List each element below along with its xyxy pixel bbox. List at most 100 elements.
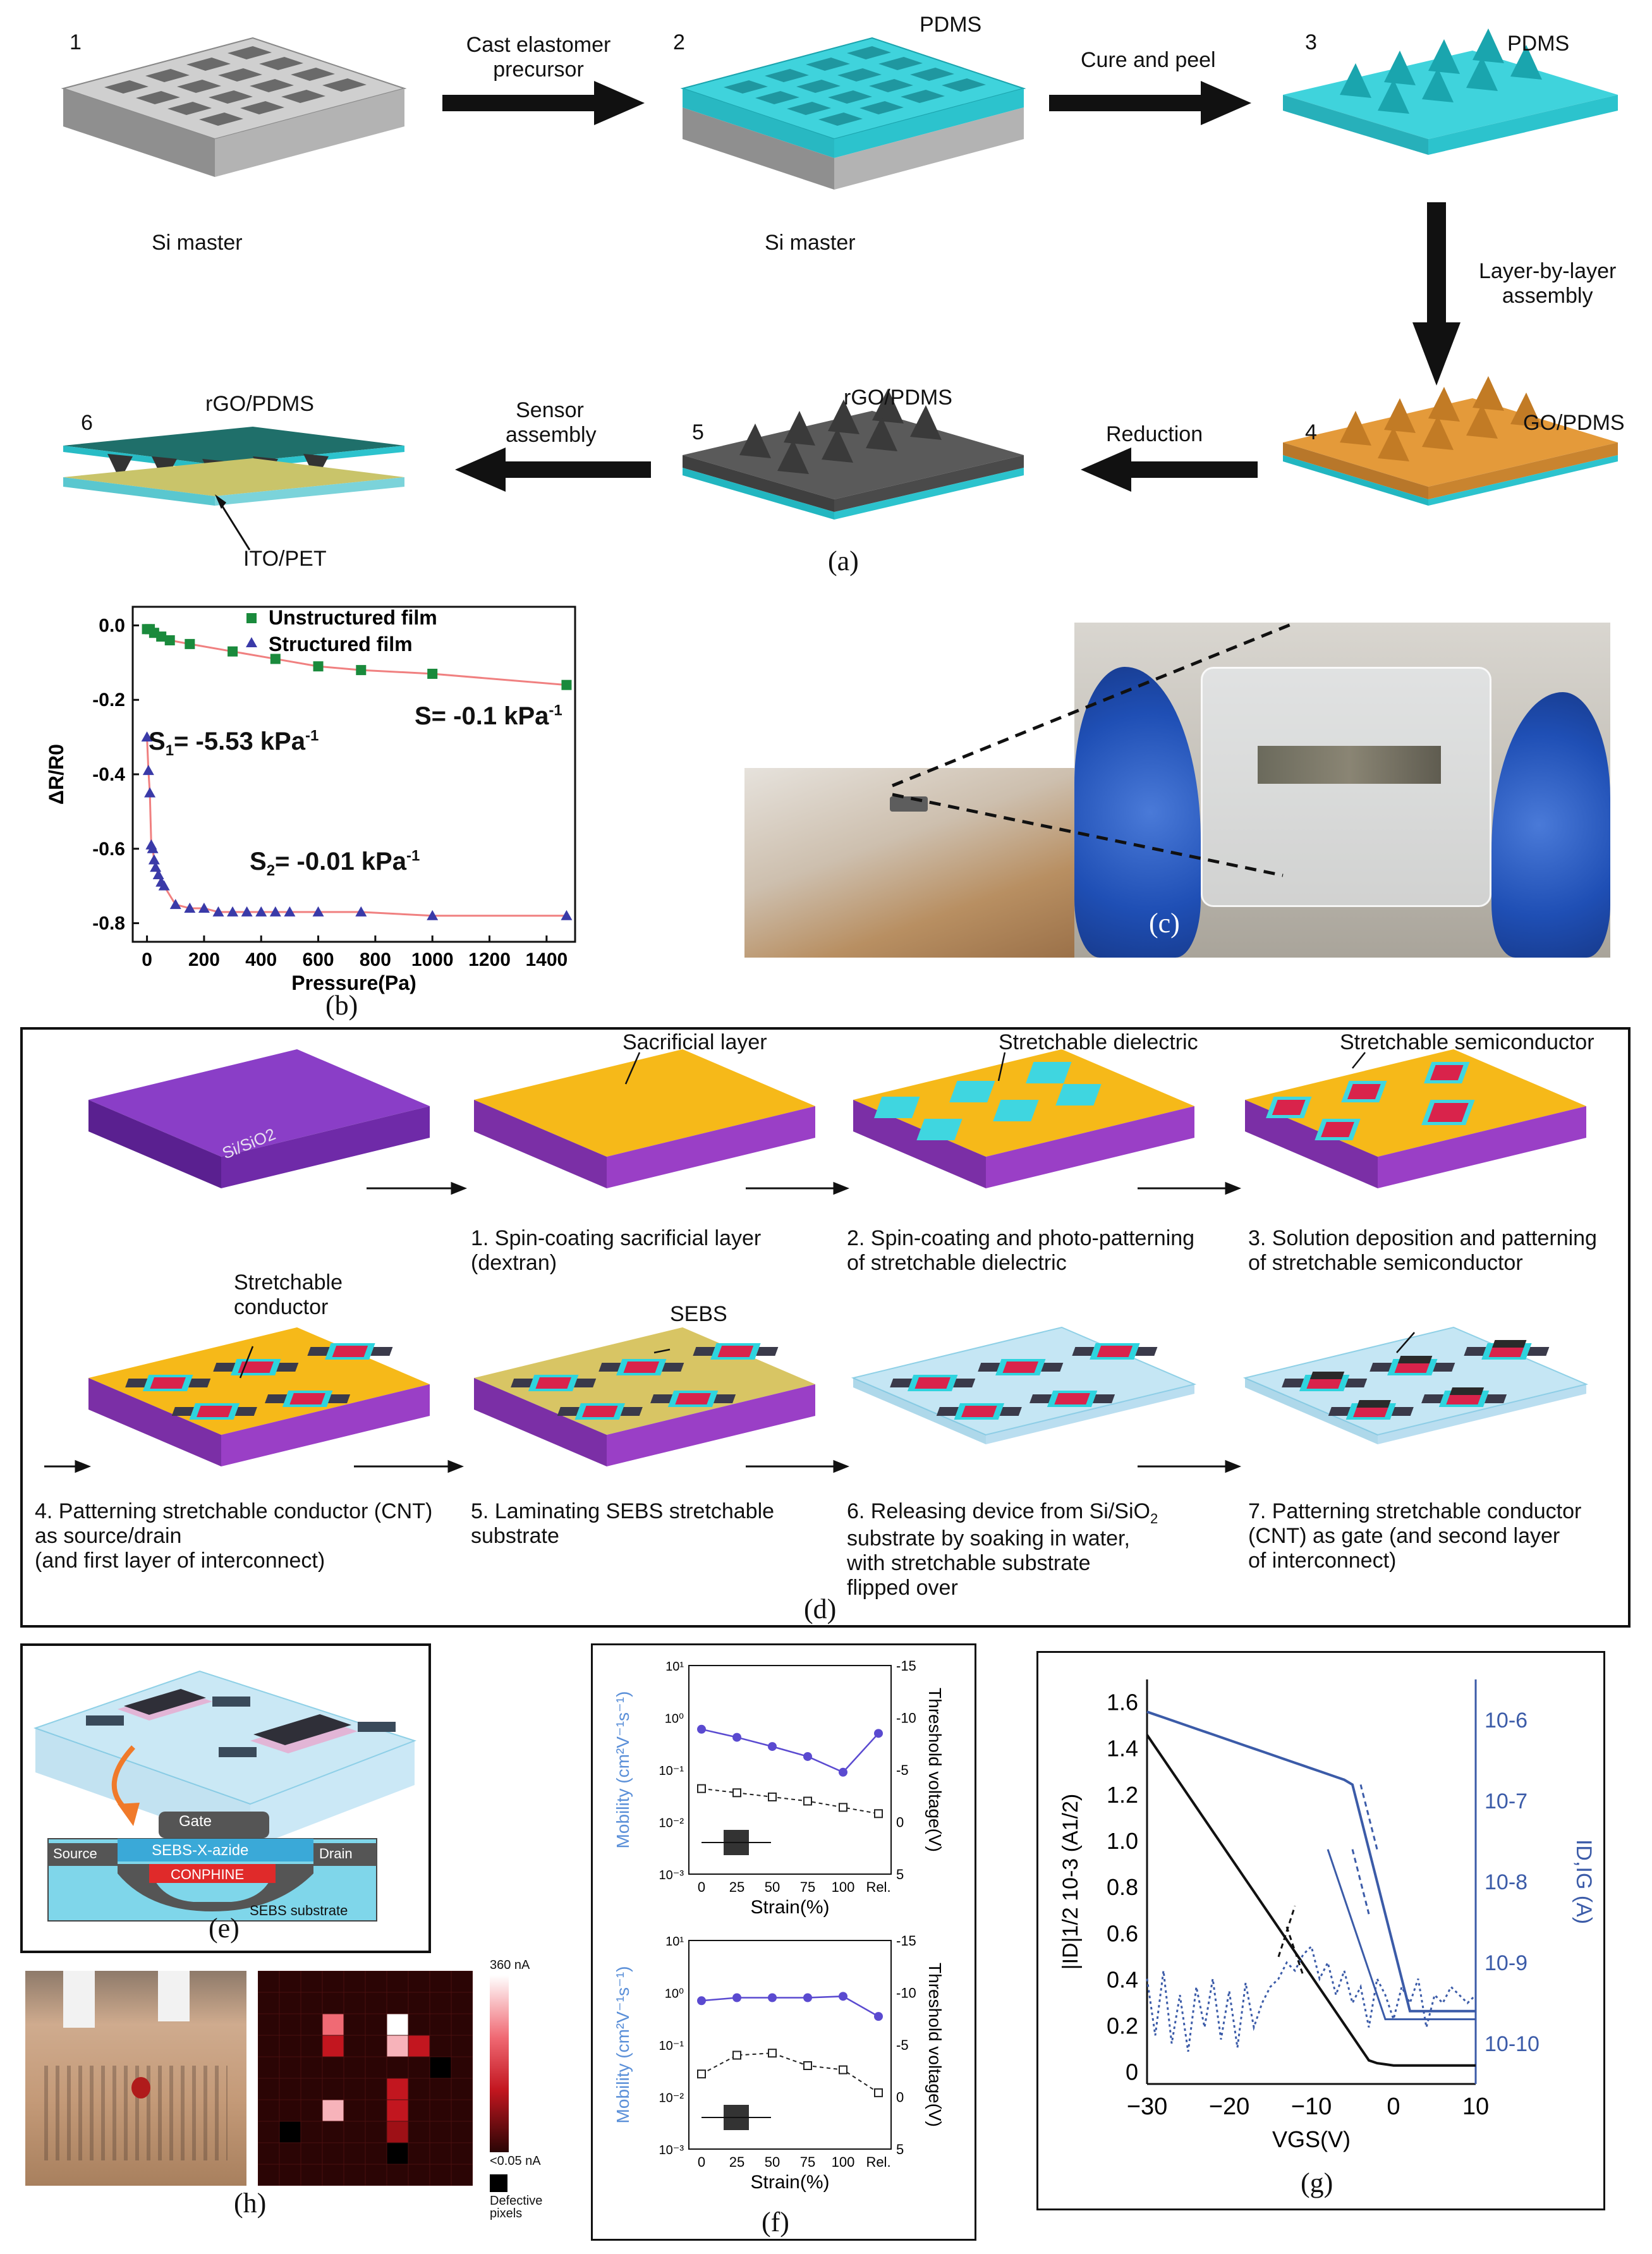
arrow-label-cast: Cast elastomer precursor bbox=[466, 33, 611, 82]
y2-tick-label: 0 bbox=[896, 2090, 904, 2105]
panel-f-frame bbox=[591, 1643, 976, 2241]
y-tick-label: 10⁰ bbox=[665, 1987, 684, 2001]
heatmap-cell bbox=[343, 2013, 366, 2036]
d-step5 bbox=[474, 1327, 815, 1466]
mobility-line bbox=[701, 1728, 879, 1774]
heatmap-cell bbox=[408, 2013, 430, 2036]
si-master-label-1: Si master bbox=[152, 231, 243, 255]
heatmap-cell bbox=[386, 2056, 409, 2079]
mobility-point bbox=[697, 1996, 706, 2006]
heatmap-cell bbox=[300, 1992, 323, 2014]
y-tick-label: 10⁻² bbox=[659, 1817, 684, 1831]
heatmap-cell bbox=[322, 2056, 344, 2079]
y-tick-label: -0.4 bbox=[92, 764, 125, 785]
heatmap-cell bbox=[279, 2164, 301, 2186]
d-step1-text: 1. Spin-coating sacrificial layer (dextr… bbox=[471, 1226, 762, 1276]
threshold-point bbox=[803, 2061, 812, 2070]
heatmap-cell bbox=[258, 1992, 280, 2014]
heatmap-cell bbox=[429, 2142, 452, 2165]
heatmap-cell bbox=[322, 2099, 344, 2122]
point-structured bbox=[255, 906, 267, 917]
threshold-line bbox=[701, 1788, 879, 1815]
step-number-6: 6 bbox=[81, 411, 93, 435]
stretchable-semiconductor-label: Stretchable semiconductor bbox=[1340, 1030, 1594, 1054]
y2-tick-label: -10 bbox=[896, 1985, 916, 2001]
y-axis-label: |ID|1/2 10-3 (A1/2) bbox=[1059, 1794, 1083, 1970]
arrow-label-lbl: Layer-by-layer assembly bbox=[1479, 259, 1617, 308]
threshold-point bbox=[839, 1803, 847, 1812]
rgo-pdms-label-5: rGO/PDMS bbox=[844, 386, 952, 410]
heatmap-cell bbox=[429, 2078, 452, 2100]
heatmap-cell bbox=[343, 2035, 366, 2057]
heatmap-cell bbox=[300, 2099, 323, 2122]
heatmap-cell bbox=[300, 2164, 323, 2186]
mobility-point bbox=[768, 1742, 777, 1751]
y-tick-label: 0.4 bbox=[1107, 1966, 1138, 1992]
point-unstructured bbox=[156, 631, 167, 642]
sensor-assembly-6 bbox=[63, 427, 404, 551]
x-tick-label: 0 bbox=[698, 1879, 705, 1895]
heatmap-cell bbox=[451, 2078, 473, 2100]
mobility-point bbox=[732, 1993, 741, 2002]
caption-e: (e) bbox=[209, 1913, 240, 1944]
sweep-arrow-up bbox=[1277, 1905, 1296, 1958]
point-unstructured bbox=[313, 661, 324, 672]
heatmap-cell bbox=[322, 1992, 344, 2014]
sebs-substrate-text: SEBS substrate bbox=[250, 1903, 348, 1918]
heatmap-cell bbox=[258, 2121, 280, 2143]
y2-tick-label: 10-9 bbox=[1485, 1951, 1527, 1975]
heatmap-cell bbox=[300, 2121, 323, 2143]
d-step2 bbox=[853, 1049, 1194, 1188]
point-unstructured bbox=[164, 635, 175, 645]
arrow-label-sensor: Sensor assembly bbox=[506, 398, 597, 448]
annot-s2: S2= -0.01 kPa-1 bbox=[250, 847, 420, 879]
d-step4-text: 4. Patterning stretchable conductor (CNT… bbox=[35, 1499, 433, 1573]
y-tick-label: 0.6 bbox=[1107, 1920, 1138, 1946]
heatmap-cell bbox=[258, 2099, 280, 2122]
heatmap-cell bbox=[386, 2035, 409, 2057]
heatmap-cell bbox=[429, 2099, 452, 2122]
defective-label: Defective pixels bbox=[490, 2194, 543, 2220]
heatmap-cell bbox=[279, 2056, 301, 2079]
y2-tick-label: -5 bbox=[896, 2037, 909, 2053]
heatmap-cell bbox=[408, 2164, 430, 2186]
si-master-1 bbox=[61, 37, 407, 177]
d-step3 bbox=[1245, 1049, 1586, 1188]
y2-tick-label: 0 bbox=[896, 1815, 904, 1831]
heatmap-cell bbox=[408, 1971, 430, 1993]
sacrificial-layer-label: Sacrificial layer bbox=[623, 1030, 767, 1054]
x-axis-label: VGS(V) bbox=[1272, 2126, 1351, 2152]
y-tick-label: 10⁻² bbox=[659, 2092, 684, 2105]
zoom-lines bbox=[892, 623, 1296, 877]
x-tick-label: 1000 bbox=[411, 949, 454, 970]
heatmap-cell bbox=[365, 1971, 387, 1993]
step-number-5: 5 bbox=[692, 420, 704, 444]
y-axis-label: Mobility (cm²V⁻¹s⁻¹) bbox=[613, 1691, 633, 1849]
drain-block bbox=[313, 1843, 377, 1866]
heatmap-cell bbox=[451, 2056, 473, 2079]
mobility-point bbox=[697, 1724, 706, 1734]
heatmap-cell bbox=[365, 2142, 387, 2165]
y-tick-label: 0.2 bbox=[1107, 2013, 1138, 2039]
heatmap-cell bbox=[365, 2078, 387, 2100]
heatmap-cell bbox=[408, 2121, 430, 2143]
heatmap-cell bbox=[279, 2035, 301, 2057]
rgo-pdms-pyramids-5 bbox=[683, 389, 1024, 520]
heatmap-cell bbox=[386, 2142, 409, 2165]
heatmap-cell bbox=[300, 1971, 323, 1993]
mobility-point bbox=[768, 1993, 777, 2002]
heatmap-cell bbox=[386, 2164, 409, 2186]
y-tick-label: 1.2 bbox=[1107, 1782, 1138, 1808]
point-structured bbox=[561, 910, 573, 920]
heatmap-cell bbox=[429, 2121, 452, 2143]
point-structured bbox=[241, 906, 253, 917]
heatmap-cell bbox=[386, 2121, 409, 2143]
go-pdms-label: GO/PDMS bbox=[1523, 411, 1625, 435]
legend-marker-structured bbox=[246, 637, 257, 647]
threshold-point bbox=[697, 2069, 706, 2079]
heatmap-cell bbox=[279, 1971, 301, 1993]
d-step2-text: 2. Spin-coating and photo-patterning of … bbox=[847, 1226, 1195, 1276]
point-structured bbox=[269, 906, 281, 917]
